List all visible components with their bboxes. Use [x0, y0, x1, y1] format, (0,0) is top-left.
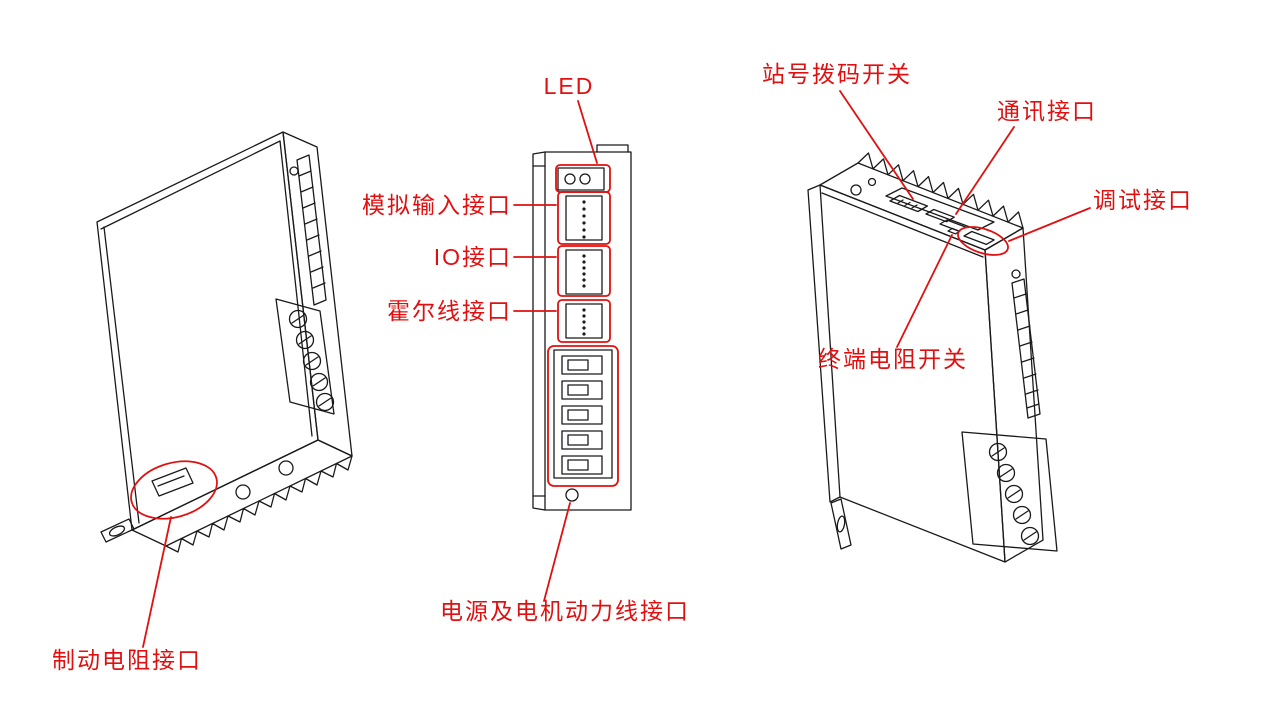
mounting-slot [108, 525, 126, 537]
bottom-hole [565, 488, 579, 502]
terminal-screw [288, 309, 308, 329]
terminal-screw [309, 372, 329, 392]
highlight-power-motor [547, 345, 619, 487]
brake-resistor-connector [151, 467, 194, 497]
terminal-screw [302, 351, 322, 371]
mounting-tab [100, 518, 135, 543]
highlight-analog-input [557, 191, 611, 245]
leader-debug [1008, 207, 1091, 242]
io-connector [565, 249, 603, 295]
pin-header-strip [1011, 269, 1041, 419]
device-right-face [282, 131, 353, 457]
power-motor-connector [553, 349, 613, 479]
top-connector-recess [885, 187, 995, 246]
highlight-brake-resistor [130, 460, 218, 520]
led-lamp [564, 173, 576, 185]
terminal-block [275, 298, 335, 415]
highlight-debug [957, 226, 1009, 256]
terminal-screw [988, 442, 1008, 462]
label-power-motor: 电源及电机动力线接口 [440, 598, 690, 624]
front-panel-view [532, 144, 632, 511]
bottom-hole [235, 484, 251, 500]
terminal-screw [1020, 526, 1040, 546]
panel-edge-line [821, 192, 984, 258]
highlight-io [557, 245, 611, 297]
heatsink-fins [165, 455, 353, 553]
leader-comm [955, 126, 1015, 215]
top-step [596, 144, 629, 153]
mounting-plate [807, 184, 852, 550]
label-brake-resistor: 制动电阻接口 [52, 647, 202, 673]
mounting-tab [830, 498, 852, 550]
panel-thickness-line [103, 226, 140, 524]
label-io: IO接口 [434, 244, 512, 270]
right-device-view [807, 152, 1058, 563]
highlight-hall [557, 299, 611, 343]
device-top-face [819, 162, 1024, 251]
screw-hole [289, 166, 299, 176]
screw-hole [1011, 269, 1021, 279]
led-indicators [557, 167, 605, 191]
debug-connector [963, 230, 995, 246]
left-device-view [96, 131, 353, 553]
label-hall: 霍尔线接口 [387, 298, 512, 324]
hall-connector [565, 303, 603, 339]
terminal-screw [996, 463, 1016, 483]
label-led: LED [544, 73, 595, 99]
panel-edge-line [100, 140, 281, 230]
label-station-dip: 站号拨码开关 [762, 61, 912, 87]
front-panel-body [544, 151, 632, 511]
pin-header-strip [289, 154, 327, 306]
panel-edge-line2 [279, 140, 313, 437]
device-bottom-face [131, 439, 353, 547]
label-terminal-resistor: 终端电阻开关 [818, 346, 968, 372]
device-right-face [984, 227, 1044, 563]
station-dip-switch [889, 194, 929, 213]
led-lamp [579, 173, 591, 185]
leader-brake-resistor [142, 516, 172, 648]
terminal-screw [295, 330, 315, 350]
analog-input-connector [565, 195, 603, 241]
label-analog-input: 模拟输入接口 [362, 192, 512, 218]
top-screw-hole [850, 184, 862, 196]
terminal-screw [1012, 505, 1032, 525]
terminal-block [961, 431, 1058, 552]
leader-station-dip [839, 90, 914, 200]
highlight-led [555, 164, 611, 193]
bottom-hole [278, 460, 294, 476]
left-flange [532, 151, 546, 511]
comm-connector [925, 208, 955, 223]
label-debug: 调试接口 [1093, 187, 1193, 213]
mounting-slot [836, 515, 846, 533]
annotations: 制动电阻接口 LED 模拟输入接口 IO接口 霍尔线接口 电源及电机动力线接口 … [52, 61, 1193, 673]
terminal-screw [315, 392, 335, 412]
top-screw-hole [867, 177, 877, 187]
leader-terminal-resistor [896, 234, 953, 348]
heatsink-fins [857, 152, 1024, 229]
label-comm: 通讯接口 [997, 98, 1097, 124]
leader-power-motor [543, 502, 571, 602]
leader-led [577, 100, 598, 164]
terminal-screw [1004, 484, 1024, 504]
